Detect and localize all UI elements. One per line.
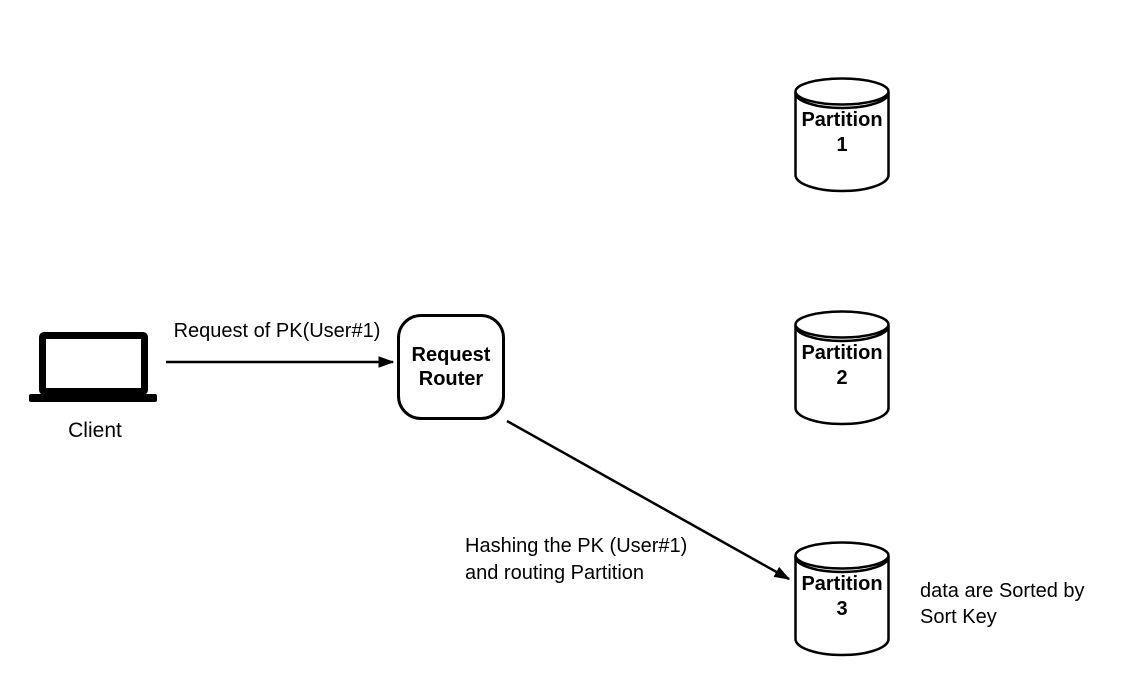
- partition-3-label: Partition 3: [794, 572, 890, 622]
- request-router-node: Request Router: [397, 314, 505, 420]
- hashing-annotation: Hashing the PK (User#1) and routing Part…: [465, 533, 687, 587]
- hashing-annotation-line2: and routing Partition: [465, 562, 645, 584]
- partition-3-number: 3: [836, 598, 848, 620]
- partition-3-node: Partition 3: [794, 541, 890, 659]
- sort-key-note: data are Sorted by Sort Key: [920, 578, 1085, 630]
- laptop-base-icon: [29, 394, 157, 402]
- sort-key-note-line2: Sort Key: [920, 606, 997, 628]
- partition-2-node: Partition 2: [794, 310, 890, 428]
- database-cylinder-icon: [794, 541, 890, 657]
- partition-1-label: Partition 1: [794, 108, 890, 158]
- client-label: Client: [68, 419, 122, 442]
- partition-1-node: Partition 1: [794, 77, 890, 195]
- laptop-icon: [39, 332, 148, 395]
- request-router-label-line2: Router: [418, 368, 484, 390]
- request-router-label-line1: Request: [411, 344, 491, 366]
- hashing-annotation-line1: Hashing the PK (User#1): [465, 535, 688, 557]
- request-arrow-label: Request of PK(User#1): [173, 320, 381, 342]
- partition-2-number: 2: [836, 367, 848, 389]
- partition-1-label-text: Partition: [801, 109, 883, 131]
- partition-2-label-text: Partition: [801, 342, 883, 364]
- partition-3-label-text: Partition: [801, 573, 883, 595]
- sort-key-note-line1: data are Sorted by: [920, 580, 1085, 602]
- database-cylinder-icon: [794, 310, 890, 426]
- partition-2-label: Partition 2: [794, 341, 890, 391]
- partition-1-number: 1: [836, 134, 848, 156]
- database-cylinder-icon: [794, 77, 890, 193]
